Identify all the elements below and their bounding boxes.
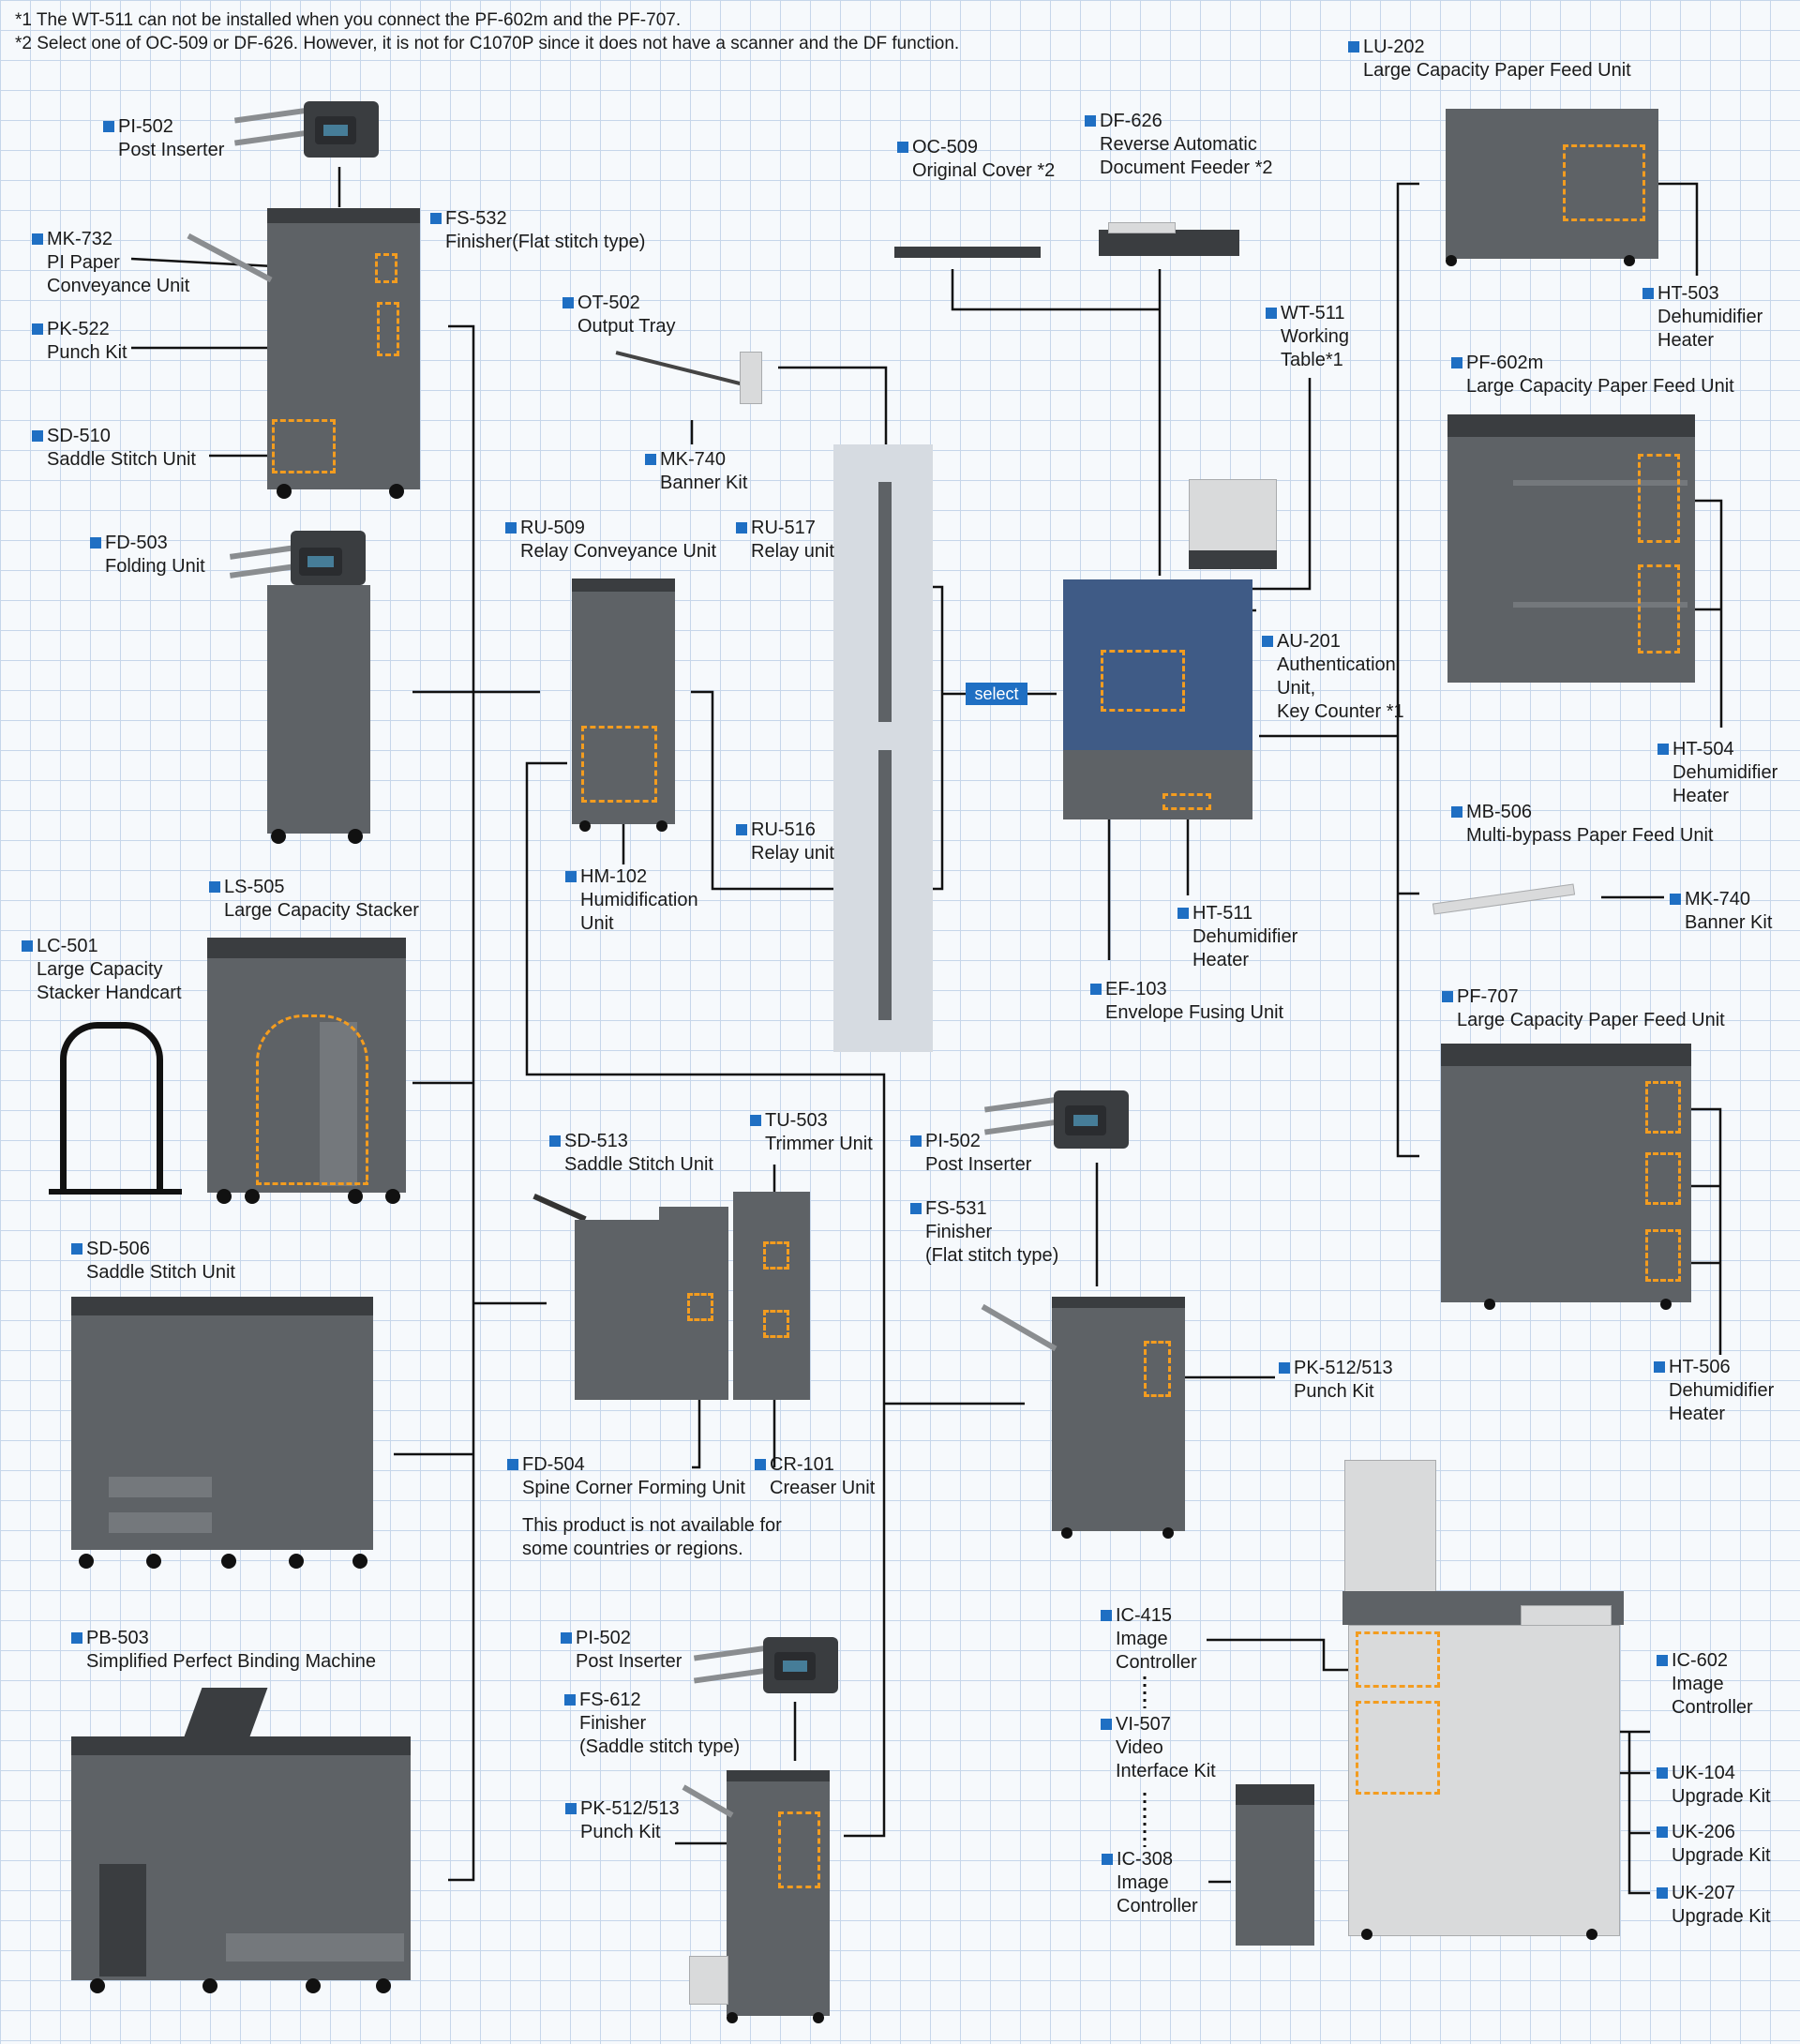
label-ic-602: IC-602 Image Controller <box>1657 1649 1753 1720</box>
pi-502-device-mid <box>983 1083 1130 1154</box>
ic-308-device <box>1236 1784 1314 1946</box>
ot-502-device <box>614 351 764 408</box>
label-mk-732: MK-732 PI Paper Conveyance Unit <box>32 228 189 298</box>
label-pk-512-bottom: PK-512/513 Punch Kit <box>565 1797 680 1844</box>
label-pi-502-bottom: PI-502 Post Inserter <box>561 1627 682 1674</box>
label-pi-502-top: PI-502 Post Inserter <box>103 115 224 162</box>
ru-517-device <box>878 482 892 722</box>
label-ic-415: IC-415 Image Controller <box>1101 1604 1197 1675</box>
label-sd-510: SD-510 Saddle Stitch Unit <box>32 425 196 472</box>
label-mk-740-mid: MK-740 Banner Kit <box>645 448 747 495</box>
sd-506-device <box>71 1297 373 1569</box>
lu-202-device <box>1446 109 1658 266</box>
label-ht-504: HT-504 Dehumidifier Heater <box>1658 738 1778 808</box>
mb-506-device <box>1432 883 1576 915</box>
label-mb-506: MB-506 Multi-bypass Paper Feed Unit <box>1451 801 1713 848</box>
footnote-2: *2 Select one of OC-509 or DF-626. Howev… <box>15 34 960 53</box>
label-uk-207: UK-207 Upgrade Kit <box>1657 1882 1771 1929</box>
select-button[interactable]: select <box>966 683 1028 705</box>
label-ht-511: HT-511 Dehumidifier Heater <box>1178 902 1298 972</box>
label-fd-504: FD-504 Spine Corner Forming Unit <box>507 1453 745 1500</box>
label-pk-522: PK-522 Punch Kit <box>32 318 128 365</box>
label-lu-202: LU-202 Large Capacity Paper Feed Unit <box>1348 36 1631 83</box>
availability-note: This product is not available for some c… <box>522 1515 782 1559</box>
label-ru-517: RU-517 Relay unit <box>736 517 834 564</box>
label-uk-104: UK-104 Upgrade Kit <box>1657 1762 1771 1809</box>
label-wt-511: WT-511 Working Table*1 <box>1266 302 1349 372</box>
label-df-626: DF-626 Reverse Automatic Document Feeder… <box>1085 110 1273 180</box>
label-pf-707: PF-707 Large Capacity Paper Feed Unit <box>1442 985 1725 1032</box>
footnote-1: *1 The WT-511 can not be installed when … <box>15 10 682 30</box>
label-mk-740-right: MK-740 Banner Kit <box>1670 888 1772 935</box>
label-ru-516: RU-516 Relay unit <box>736 819 834 865</box>
label-tu-503: TU-503 Trimmer Unit <box>750 1109 873 1156</box>
main-engine-device <box>1063 579 1252 819</box>
pb-503-device <box>71 1688 411 1993</box>
control-panel-device <box>1189 479 1277 569</box>
label-lc-501: LC-501 Large Capacity Stacker Handcart <box>22 935 182 1005</box>
fd-503-device <box>229 531 370 844</box>
df-626-device <box>1099 220 1243 258</box>
pi-502-device-bottom <box>693 1631 839 1699</box>
label-fs-531: FS-531 Finisher (Flat stitch type) <box>910 1197 1058 1268</box>
ru-516-device <box>878 750 892 1020</box>
ls-505-device <box>207 938 406 1204</box>
label-oc-509: OC-509 Original Cover *2 <box>897 136 1055 183</box>
fs-532-device <box>187 208 420 499</box>
ru-509-device <box>572 579 675 832</box>
label-pb-503: PB-503 Simplified Perfect Binding Machin… <box>71 1627 376 1674</box>
label-sd-506: SD-506 Saddle Stitch Unit <box>71 1238 235 1285</box>
oc-509-device <box>894 247 1041 258</box>
pf-707-device <box>1441 1044 1691 1310</box>
fs-612-device <box>682 1770 830 2023</box>
label-pk-512-mid: PK-512/513 Punch Kit <box>1279 1357 1393 1404</box>
pf-602m-device <box>1448 414 1695 683</box>
label-cr-101: CR-101 Creaser Unit <box>755 1453 875 1500</box>
label-ls-505: LS-505 Large Capacity Stacker <box>209 876 419 923</box>
label-uk-206: UK-206 Upgrade Kit <box>1657 1821 1771 1868</box>
label-ru-509: RU-509 Relay Conveyance Unit <box>505 517 716 564</box>
label-fs-532: FS-532 Finisher(Flat stitch type) <box>430 207 645 254</box>
ic-602-device <box>1342 1460 1624 1947</box>
label-hm-102: HM-102 Humidification Unit <box>565 865 698 936</box>
label-fd-503: FD-503 Folding Unit <box>90 532 205 579</box>
label-fs-612: FS-612 Finisher (Saddle stitch type) <box>564 1689 740 1759</box>
lc-501-handcart <box>49 1022 182 1195</box>
label-ot-502: OT-502 Output Tray <box>562 292 676 338</box>
label-au-201: AU-201 Authentication Unit, Key Counter … <box>1262 630 1404 724</box>
label-sd-513: SD-513 Saddle Stitch Unit <box>549 1130 713 1177</box>
label-ht-503: HT-503 Dehumidifier Heater <box>1642 282 1762 353</box>
fs-531-device <box>981 1297 1185 1539</box>
label-vi-507: VI-507 Video Interface Kit <box>1101 1713 1216 1783</box>
label-ic-308: IC-308 Image Controller <box>1102 1848 1198 1918</box>
pi-502-device-top <box>233 94 380 161</box>
label-pf-602m: PF-602m Large Capacity Paper Feed Unit <box>1451 352 1734 398</box>
sd-513-device-group <box>532 1188 813 1404</box>
label-pi-502-mid: PI-502 Post Inserter <box>910 1130 1031 1177</box>
label-ht-506: HT-506 Dehumidifier Heater <box>1654 1356 1774 1426</box>
label-ef-103: EF-103 Envelope Fusing Unit <box>1090 978 1283 1025</box>
